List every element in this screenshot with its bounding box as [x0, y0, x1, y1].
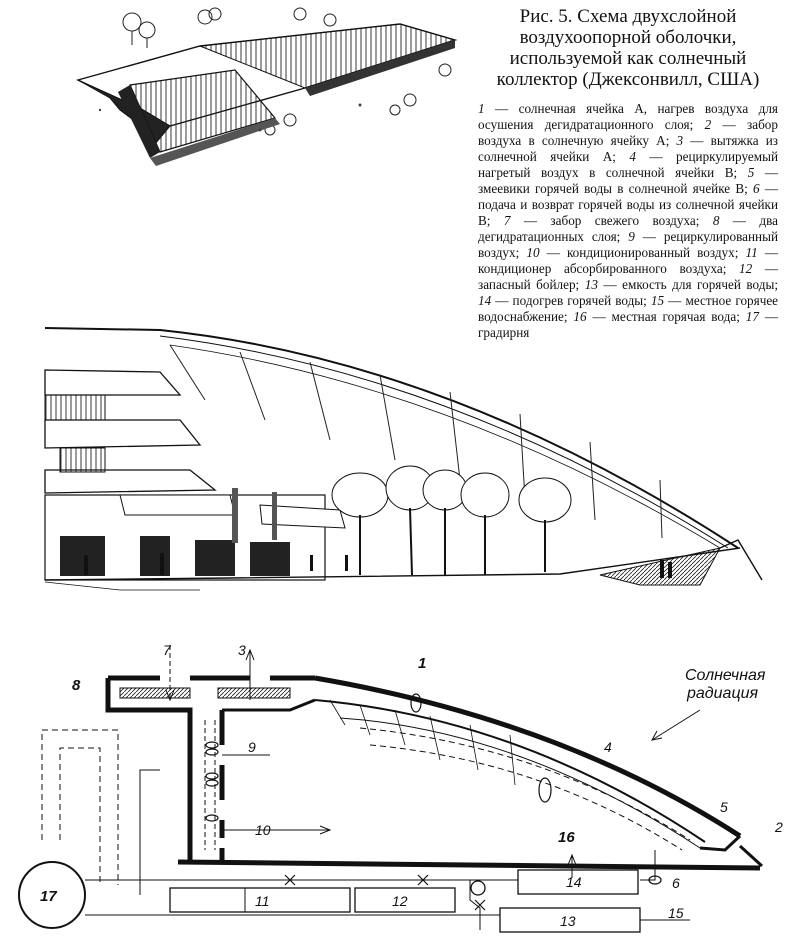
- label-11: 11: [255, 893, 270, 909]
- label-1: 1: [418, 655, 426, 672]
- legend-number: 16: [573, 309, 593, 324]
- legend-number: 11: [745, 245, 765, 260]
- label-17: 17: [40, 888, 57, 905]
- legend-number: 5: [747, 165, 765, 180]
- label-6: 6: [672, 875, 680, 891]
- legend-number: 6: [753, 181, 765, 196]
- legend-number: 2: [704, 117, 723, 132]
- legend-text: — подача и возврат горячей воды из солне…: [478, 181, 779, 228]
- label-4: 4: [604, 739, 612, 755]
- legend-text: — змеевики горячей воды в солнечной ячей…: [478, 165, 779, 196]
- legend-number: 12: [739, 261, 765, 276]
- figure-caption: Рис. 5. Схема двухслойной воздухоопорной…: [496, 6, 760, 90]
- label-7: 7: [163, 642, 172, 658]
- schematic-diagram: [18, 645, 764, 933]
- legend-text: — два дегидратационных слоя;: [478, 213, 778, 244]
- label-12: 12: [392, 893, 408, 909]
- legend-number: 8: [712, 213, 733, 228]
- schematic-labels: Солнечная радиация 1 2 3 4 5 6 7 8 9 10 …: [40, 642, 783, 929]
- label-3: 3: [238, 642, 246, 658]
- legend-text: — солнечная ячейка A, нагрев воздуха для…: [478, 101, 778, 132]
- legend-text: — кондиционированный воздух;: [546, 245, 746, 260]
- legend-text: — рециркулируемый нагретый воздух в солн…: [478, 149, 778, 180]
- radiation-label-2: радиация: [686, 685, 758, 702]
- legend-number: 17: [745, 309, 765, 324]
- background-trees: [122, 7, 452, 136]
- legend-number: 7: [503, 213, 524, 228]
- legend-number: 13: [584, 277, 604, 292]
- label-8: 8: [72, 677, 81, 694]
- legend-number: 3: [676, 133, 691, 148]
- legend-text: — емкость для горячей воды;: [603, 277, 779, 292]
- legend-number: 10: [526, 245, 547, 260]
- legend-text: — градирня: [478, 309, 778, 340]
- label-9: 9: [248, 739, 256, 755]
- legend-text: — рециркулированный воздух;: [478, 229, 779, 260]
- figure-legend: 1 — солнечная ячейка A, нагрев воздуха д…: [478, 101, 778, 341]
- legend-text: — местное горячее водоснабжение;: [478, 293, 779, 324]
- aerial-building-illustration: [76, 7, 458, 166]
- legend-text: — местная горячая вода;: [592, 309, 746, 324]
- legend-number: 14: [478, 293, 496, 308]
- legend-text: — забор воздуха в солнечную ячейку A;: [478, 117, 778, 148]
- legend-number: 4: [629, 149, 650, 164]
- label-13: 13: [560, 913, 576, 929]
- legend-text: — подогрев горячей воды;: [495, 293, 651, 308]
- label-14: 14: [566, 874, 582, 890]
- legend-text: — запасный бойлер;: [478, 261, 779, 292]
- label-15: 15: [668, 905, 684, 921]
- label-5: 5: [720, 799, 728, 815]
- interior-section-illustration: [44, 327, 763, 591]
- label-10: 10: [255, 822, 271, 838]
- legend-number: 1: [478, 101, 496, 116]
- legend-text: — кондиционер абсорбированного воздуха;: [478, 245, 778, 276]
- legend-text: — забор свежего воздуха;: [523, 213, 713, 228]
- legend-number: 9: [628, 229, 643, 244]
- label-16: 16: [558, 829, 575, 846]
- radiation-label-1: Солнечная: [685, 667, 766, 684]
- label-2: 2: [774, 819, 783, 835]
- legend-text: — вытяжка из солнечной ячейки A;: [478, 133, 779, 164]
- legend-number: 15: [650, 293, 669, 308]
